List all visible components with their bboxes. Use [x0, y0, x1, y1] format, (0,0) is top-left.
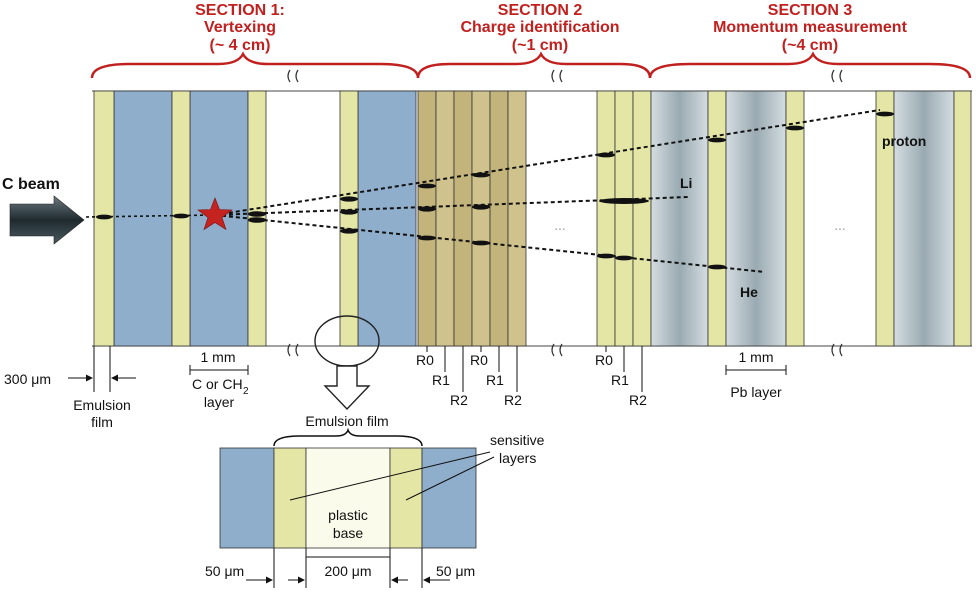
section-3-header: SECTION 3 Momentum measurement (~4 cm) — [713, 2, 907, 54]
refresh-labels-3: R0 R1 R2 — [595, 346, 647, 408]
section-2-header: SECTION 2 Charge identification (~1 cm) — [460, 2, 619, 54]
svg-text:C or CH: C or CH — [192, 376, 243, 392]
interaction-star-icon — [197, 197, 233, 231]
charge-film — [471, 90, 491, 347]
svg-text:Pb layer: Pb layer — [730, 384, 782, 400]
emulsion-film — [171, 90, 191, 347]
inset-target-right — [421, 447, 477, 549]
emulsion-thickness-annotation: 300 μm Emulsion film — [4, 346, 136, 430]
inset-target-left — [219, 447, 275, 549]
svg-text:R2: R2 — [629, 392, 647, 408]
pb-thickness-annotation: 1 mm Pb layer — [725, 349, 787, 400]
svg-text:R1: R1 — [486, 372, 504, 388]
emulsion-film — [339, 90, 359, 347]
svg-text:Emulsion: Emulsion — [73, 397, 131, 413]
charge-film — [417, 90, 437, 347]
svg-text:2: 2 — [243, 386, 249, 397]
svg-text:300 μm: 300 μm — [4, 371, 51, 387]
svg-text:R2: R2 — [450, 392, 468, 408]
layers-label: layers — [499, 450, 536, 466]
svg-text:layer: layer — [204, 394, 235, 410]
dim-mid-label: 200 μm — [325, 563, 372, 579]
svg-text:R0: R0 — [470, 352, 488, 368]
charge-film — [435, 90, 455, 347]
base-label: base — [333, 525, 364, 541]
refresh-labels-1: R0 R1 R2 — [416, 346, 468, 408]
section-2-brace — [416, 51, 652, 79]
emulsion-film — [953, 90, 972, 347]
plastic-label: plastic — [328, 507, 368, 523]
svg-text:R0: R0 — [416, 352, 434, 368]
section-1-subtitle: Vertexing — [204, 19, 276, 36]
charge-film — [507, 90, 527, 347]
break-marks — [287, 69, 843, 357]
section-1-length: (~ 4 cm) — [210, 37, 271, 54]
svg-text:R1: R1 — [432, 372, 450, 388]
charge-film — [453, 90, 473, 347]
section-1-brace — [90, 51, 420, 79]
target-layer — [357, 90, 417, 347]
dim-right-label: 50 μm — [436, 563, 475, 579]
he-track — [214, 214, 766, 273]
inset-brace — [273, 427, 423, 447]
charge-film — [489, 90, 509, 347]
section-3-length: (~4 cm) — [782, 37, 838, 54]
emulsion-film — [596, 90, 616, 347]
he-label: He — [740, 284, 758, 300]
emulsion-film — [785, 90, 805, 347]
sensitive-label: sensitive — [490, 432, 545, 448]
section-2-length: (~1 cm) — [512, 37, 568, 54]
inset-title: Emulsion film — [305, 413, 388, 429]
li-label: Li — [680, 175, 692, 191]
proton-label: proton — [882, 133, 926, 149]
svg-text:1 mm: 1 mm — [201, 349, 236, 365]
section-1-title: SECTION 1: — [195, 2, 285, 19]
emulsion-film — [632, 90, 652, 347]
svg-text:R0: R0 — [595, 352, 613, 368]
proton-track — [214, 109, 881, 216]
target-thickness-annotation: 1 mm C or CH 2 layer — [189, 349, 249, 410]
emulsion-inset: Emulsion film plastic base sensitive lay… — [205, 413, 545, 588]
section-1-header: SECTION 1: Vertexing (~ 4 cm) — [195, 2, 285, 54]
section-3-subtitle: Momentum measurement — [713, 19, 907, 36]
zoom-arrow — [323, 365, 371, 411]
beam-label: C beam — [2, 176, 60, 193]
section-2-title: SECTION 2 — [498, 2, 583, 19]
inset-sensitive-right — [389, 447, 423, 549]
target-layer — [113, 90, 173, 347]
dim-left-label: 50 μm — [205, 563, 244, 579]
ellipsis-section3: ... — [834, 217, 846, 233]
inset-sensitive-left — [273, 447, 307, 549]
section-3-brace — [648, 51, 972, 79]
tracks — [85, 109, 894, 273]
lead-layer — [893, 90, 955, 347]
lead-layer — [650, 90, 709, 347]
beam-arrow — [9, 195, 85, 245]
section-2-subtitle: Charge identification — [460, 19, 619, 36]
ellipsis-section2: ... — [554, 217, 566, 233]
inset-plastic-base — [305, 447, 391, 549]
section-3-title: SECTION 3 — [768, 2, 853, 19]
svg-text:film: film — [91, 414, 113, 430]
emulsion-film — [707, 90, 727, 347]
svg-text:1 mm: 1 mm — [739, 349, 774, 365]
refresh-labels-2: R0 R1 R2 — [470, 346, 522, 408]
svg-text:R1: R1 — [611, 372, 629, 388]
emulsion-film — [875, 90, 895, 347]
svg-text:R2: R2 — [504, 392, 522, 408]
emulsion-film — [614, 90, 634, 347]
